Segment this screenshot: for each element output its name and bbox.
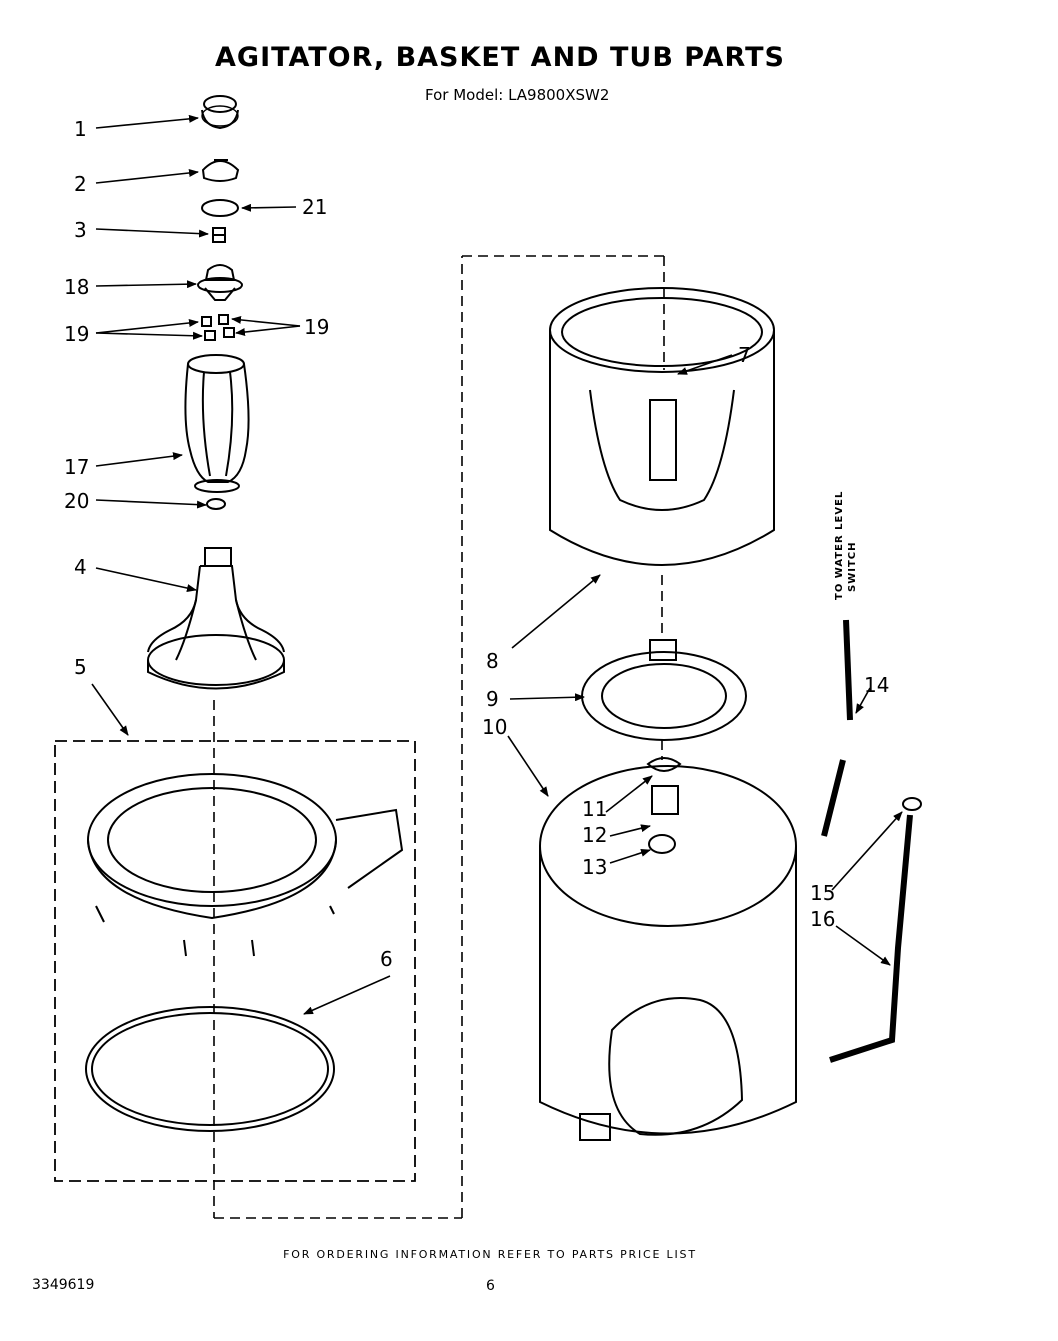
callout-3: 3 (74, 218, 87, 242)
callout-1: 1 (74, 117, 87, 141)
page-number: 6 (486, 1278, 495, 1294)
callout-7: 7 (738, 343, 751, 367)
callout-5: 5 (74, 655, 87, 679)
callout-21: 21 (302, 195, 327, 219)
part-19-dogs (201, 314, 235, 341)
part-17-agitator-barrel (184, 354, 250, 493)
part-6-gasket (85, 1006, 335, 1132)
callout-14: 14 (864, 673, 889, 697)
part-10-tub (539, 765, 797, 1141)
part-9-ring (581, 639, 747, 741)
page-title: AGITATOR, BASKET AND TUB PARTS (215, 42, 785, 73)
callout-10: 10 (482, 715, 507, 739)
callout-20: 20 (64, 489, 89, 513)
part-3-bolt (212, 227, 226, 243)
callout-labels: 1 2 21 3 18 19 19 17 20 4 5 6 7 8 9 10 1… (64, 117, 889, 971)
callout-2: 2 (74, 172, 87, 196)
ordering-info-footer: FOR ORDERING INFORMATION REFER TO PARTS … (283, 1248, 697, 1261)
part-15-clamp (902, 797, 922, 811)
document-number: 3349619 (32, 1277, 95, 1293)
part-14-hose (821, 619, 853, 837)
callout-6: 6 (380, 947, 393, 971)
callout-19-left: 19 (64, 322, 89, 346)
part-8-basket (549, 287, 775, 566)
leader-lines (91, 114, 903, 1015)
callout-11: 11 (582, 797, 607, 821)
callout-8: 8 (486, 649, 499, 673)
model-subtitle: For Model: LA9800XSW2 (425, 86, 610, 104)
part-4-agitator-base (147, 547, 285, 690)
part-13-bushing (648, 834, 676, 854)
callout-19-right: 19 (304, 315, 329, 339)
part-5-group-box (54, 740, 416, 1182)
part-1-agitator-cap (201, 95, 239, 130)
part-18-cam-assembly (197, 264, 243, 301)
part-5-tub-ring (87, 773, 404, 957)
part-12-nut (651, 785, 679, 815)
callout-13: 13 (582, 855, 607, 879)
callout-17: 17 (64, 455, 89, 479)
part-16-hose (829, 814, 913, 1063)
callout-18: 18 (64, 275, 89, 299)
callout-15: 15 (810, 881, 835, 905)
part-11-retaining-ring (646, 757, 682, 772)
callout-9: 9 (486, 687, 499, 711)
part-21-ring (201, 199, 239, 217)
callout-4: 4 (74, 555, 87, 579)
part-20-washer (206, 498, 226, 510)
assembly-center-lines (213, 255, 665, 1219)
callout-16: 16 (810, 907, 835, 931)
callout-12: 12 (582, 823, 607, 847)
part-2-cam (201, 159, 240, 182)
